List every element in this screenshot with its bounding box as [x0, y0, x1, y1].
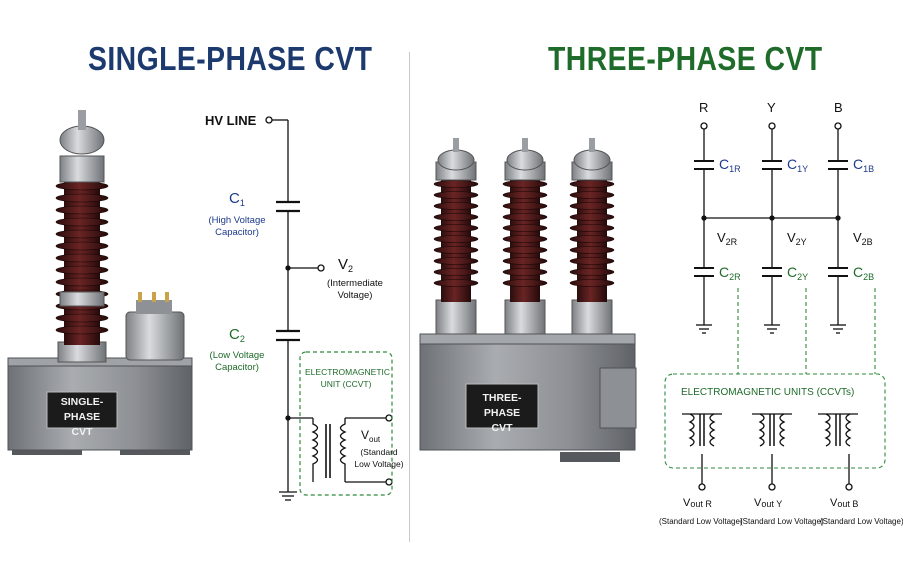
c2-description: (Low Voltage Capacitor) — [209, 350, 265, 373]
v2-label: V2 — [338, 256, 354, 274]
vout-description: (Standard Low Voltage) — [354, 447, 404, 469]
v2y-label: V2Y — [787, 230, 807, 247]
three-phase-schematic — [682, 122, 858, 491]
em-units-label: ELECTROMAGNETIC UNITS (CCVTs) — [681, 387, 855, 398]
vout-label: Vout — [361, 428, 381, 444]
three-phase-nameplate: THREE-PHASE CVT — [482, 392, 522, 434]
c2r-label: C2R — [719, 264, 741, 282]
c2-label: C2 — [229, 326, 245, 344]
vout-y-description: (Standard Low Voltage) — [740, 517, 824, 526]
three-phase-cvt-image — [419, 138, 637, 462]
vout-r-description: (Standard Low Voltage) — [659, 517, 743, 526]
vout-r-label: Vout R — [683, 497, 712, 509]
v2b-label: V2B — [853, 230, 873, 247]
c2y-label: C2Y — [787, 264, 809, 282]
single-phase-cvt-image — [7, 110, 193, 455]
vout-y-label: Vout Y — [754, 497, 783, 509]
em-unit-dashed-box — [299, 351, 393, 496]
three-phase-title: THREE-PHASE CVT — [548, 40, 823, 77]
c2b-label: C2B — [853, 264, 875, 282]
phase-y-label: Y — [767, 100, 776, 115]
phase-b-label: B — [834, 100, 843, 115]
three-phase-connection-lines — [664, 288, 886, 469]
section-divider — [409, 52, 410, 542]
phase-r-label: R — [699, 100, 709, 115]
single-phase-nameplate: SINGLE-PHASE CVT — [60, 396, 104, 438]
em-units-dashed-box — [664, 373, 886, 469]
c1b-label: C1B — [853, 156, 875, 174]
c1y-label: C1Y — [787, 156, 809, 174]
v2r-label: V2R — [717, 230, 738, 247]
c1r-label: C1R — [719, 156, 741, 174]
hv-line-label: HV LINE — [205, 113, 257, 128]
c1-description: (High Voltage Capacitor) — [208, 215, 266, 238]
c1-label: C1 — [229, 190, 245, 208]
em-unit-label: ELECTROMAGNETIC UNIT (CCVT) — [305, 367, 391, 389]
vout-b-label: Vout B — [830, 497, 859, 509]
single-phase-schematic — [265, 116, 393, 501]
single-phase-title: SINGLE-PHASE CVT — [88, 40, 373, 77]
vout-b-description: (Standard Low Voltage) — [820, 517, 903, 526]
v2-description: (Intermediate Voltage) — [327, 278, 383, 301]
